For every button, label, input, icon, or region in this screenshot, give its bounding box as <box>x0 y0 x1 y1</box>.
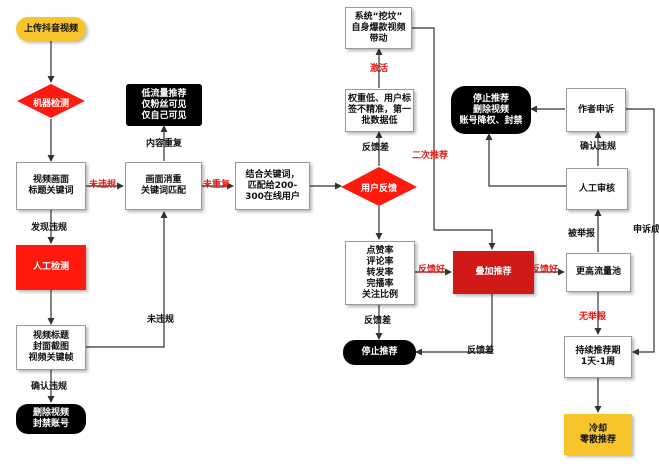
metrics-node[interactable]: 点赞率 评论率 转发率 完播率 关注比例 <box>345 241 415 305</box>
higher-pool-node[interactable]: 更高流量池 <box>566 253 631 292</box>
low-weight-node[interactable]: 权重低、用户标 签不精准，第一 批数据低 <box>345 89 414 132</box>
arrow-appeal-to-sustained <box>626 108 655 356</box>
video-keywords-node[interactable]: 视频画面 标题关键词 <box>16 162 86 210</box>
arrow-system-to-stack <box>412 27 496 250</box>
low-traffic-node[interactable]: 低流量推荐 仅粉丝可见 仅自己可见 <box>126 84 202 126</box>
delete-ban-node[interactable]: 删除视频 封禁账号 <box>16 404 86 434</box>
label-violation-found: 发现违规 <box>31 223 68 233</box>
upload-video-node[interactable]: 上传抖音视频 <box>16 17 86 41</box>
label-not-duplicate: 未重复 <box>203 180 231 190</box>
arrow-stack-to-stop <box>415 294 493 356</box>
label-confirm-appeal: 确认违规 <box>580 142 617 152</box>
author-appeal-node[interactable]: 作者申诉 <box>566 88 626 132</box>
label-feedback-bad-2: 反馈差 <box>364 316 392 326</box>
label-no-violation-2: 未违规 <box>147 315 175 325</box>
label-reported: 被举报 <box>568 229 596 239</box>
machine-check-label[interactable]: 机器检测 <box>32 98 69 109</box>
sustained-node[interactable]: 持续推荐期 1天-1周 <box>564 336 632 378</box>
label-feedback-good-1: 反馈好 <box>418 265 446 275</box>
manual-check-node[interactable]: 人工检测 <box>16 245 86 290</box>
combine-keywords-node[interactable]: 结合关键词， 匹配给200- 300在线用户 <box>235 162 310 210</box>
label-feedback-bad-1: 反馈差 <box>362 143 390 153</box>
label-activate: 激活 <box>370 64 389 74</box>
label-appeal-pass: 申诉成功 <box>633 225 659 235</box>
label-no-violation-1: 未违规 <box>89 180 117 190</box>
video-title-cover-node[interactable]: 视频标题 封面截图 视频关键帧 <box>16 325 86 370</box>
arrow-title-to-dedup <box>86 211 168 348</box>
stack-recommend-node[interactable]: 叠加推荐 <box>453 251 534 294</box>
label-content-dup: 内容重复 <box>146 139 183 149</box>
user-feedback-label[interactable]: 用户反馈 <box>360 183 397 194</box>
stop-recommend-node[interactable]: 停止推荐 <box>343 340 416 365</box>
label-second-recommend: 二次推荐 <box>412 151 449 161</box>
cooldown-node[interactable]: 冷却 零散推荐 <box>564 414 632 455</box>
stop-delete-node[interactable]: 停止推荐 删除视频 账号降权、封禁 <box>451 86 531 134</box>
label-feedback-good-2: 反馈好 <box>531 265 559 275</box>
label-confirm-violation: 确认违规 <box>31 382 68 392</box>
user-feedback-diamond <box>341 167 417 206</box>
dedup-match-node[interactable]: 画面消重 关键词匹配 <box>125 162 202 210</box>
label-no-report: 无举报 <box>579 312 607 322</box>
manual-review-node[interactable]: 人工审核 <box>566 168 628 210</box>
system-dig-node[interactable]: 系统“挖坟” 自身爆款视频 带动 <box>345 7 412 49</box>
machine-check-diamond <box>17 84 85 118</box>
arrow-review-to-stopdelete <box>485 133 566 187</box>
label-feedback-bad-3: 反馈差 <box>467 346 495 356</box>
